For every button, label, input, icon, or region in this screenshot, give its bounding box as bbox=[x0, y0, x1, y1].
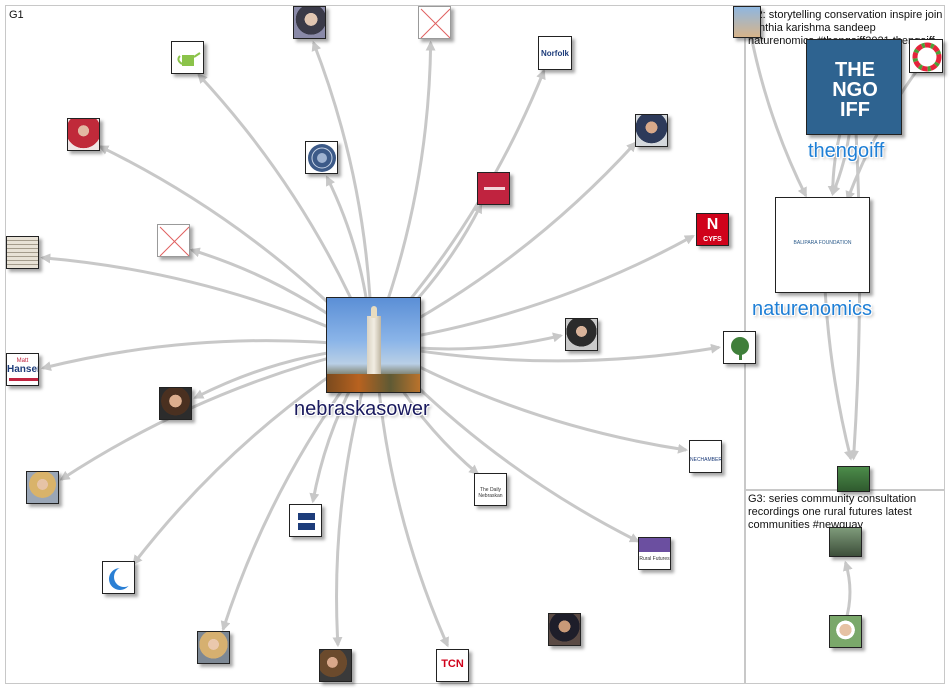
edge bbox=[40, 253, 365, 344]
edge bbox=[59, 347, 365, 481]
node-person-glasses[interactable] bbox=[635, 114, 668, 147]
moon-icon bbox=[109, 567, 134, 590]
node-person-top[interactable] bbox=[293, 6, 326, 39]
node-person-red[interactable] bbox=[67, 118, 100, 151]
node-tree-logo[interactable] bbox=[723, 331, 756, 364]
edge bbox=[311, 40, 374, 336]
edge bbox=[748, 31, 808, 198]
node-nebraskasower[interactable] bbox=[326, 297, 421, 393]
node-seal[interactable] bbox=[305, 141, 338, 174]
node-g2-photo-top[interactable] bbox=[733, 6, 761, 38]
node-person-asian[interactable] bbox=[548, 613, 581, 646]
node-naturenomics[interactable]: BALIPARA FOUNDATION bbox=[775, 197, 870, 293]
node-rural-futures[interactable]: Rural Futures bbox=[638, 537, 671, 570]
node-g3-person[interactable] bbox=[829, 615, 862, 648]
tcn-text: TCN bbox=[441, 658, 464, 670]
hansen-last-text: Hansen bbox=[7, 364, 38, 375]
node-broken-image-top[interactable] bbox=[418, 6, 451, 39]
dailynebraskan-text: The Daily Nebraskan bbox=[478, 487, 503, 499]
hansen-first-text: Matt bbox=[16, 358, 29, 364]
node-naturenomics-label: naturenomics bbox=[752, 298, 873, 320]
edge bbox=[374, 354, 449, 648]
sdg-wheel-icon bbox=[912, 42, 942, 72]
node-nechamber[interactable]: NECHAMBER bbox=[689, 440, 722, 473]
broken-image-icon bbox=[420, 8, 450, 38]
node-dailynebraskan[interactable]: The Daily Nebraskan bbox=[474, 473, 507, 506]
node-broken-image-left[interactable] bbox=[157, 224, 190, 257]
node-person-dog[interactable] bbox=[319, 649, 352, 682]
node-person-smile[interactable] bbox=[159, 387, 192, 420]
node-g3-photo[interactable] bbox=[829, 527, 862, 557]
node-nebraskasower-label: nebraskasower bbox=[294, 398, 430, 420]
rural-futures-text: Rural Futures bbox=[639, 556, 670, 562]
node-person-suit[interactable] bbox=[565, 318, 598, 351]
node-moon-logo[interactable] bbox=[102, 561, 135, 594]
node-red-logo[interactable] bbox=[477, 172, 510, 205]
node-hansen[interactable]: Matt Hansen bbox=[6, 353, 39, 386]
node-person-blonde[interactable] bbox=[26, 471, 59, 504]
edge bbox=[41, 339, 364, 372]
node-g2-green-photo[interactable] bbox=[837, 466, 870, 492]
watering-can-icon bbox=[177, 52, 201, 66]
seal-icon bbox=[308, 144, 336, 172]
node-tcn[interactable]: TCN bbox=[436, 649, 469, 682]
norfolk-logo-text: Norfolk bbox=[541, 49, 569, 58]
naturenomics-logo-text: BALIPARA FOUNDATION bbox=[793, 240, 852, 246]
node-sdg-wheel[interactable] bbox=[909, 39, 943, 73]
broken-image-icon bbox=[159, 226, 189, 256]
nechamber-text: NECHAMBER bbox=[690, 457, 722, 463]
edge bbox=[382, 234, 695, 344]
thengoiff-logo-text: THE NGO IFF bbox=[832, 59, 878, 121]
node-watering-can[interactable] bbox=[171, 41, 204, 74]
node-thengoiff-label: thengoiff bbox=[808, 140, 885, 162]
node-flag-logo[interactable] bbox=[289, 504, 322, 537]
node-thengoiff[interactable]: THE NGO IFF bbox=[806, 39, 902, 135]
cyfs-n-text: N bbox=[706, 216, 719, 233]
tree-icon bbox=[731, 337, 749, 360]
group-g3-panel: G3: series community consultation record… bbox=[745, 490, 945, 684]
node-norfolk[interactable]: Norfolk bbox=[538, 36, 572, 70]
node-newspaper[interactable] bbox=[6, 236, 39, 269]
node-person-blonde2[interactable] bbox=[197, 631, 230, 664]
group-g1-label: G1 bbox=[9, 9, 24, 21]
cyfs-text: CYFS bbox=[703, 236, 722, 243]
node-cyfs[interactable]: N CYFS bbox=[696, 213, 729, 246]
edge bbox=[383, 343, 721, 363]
